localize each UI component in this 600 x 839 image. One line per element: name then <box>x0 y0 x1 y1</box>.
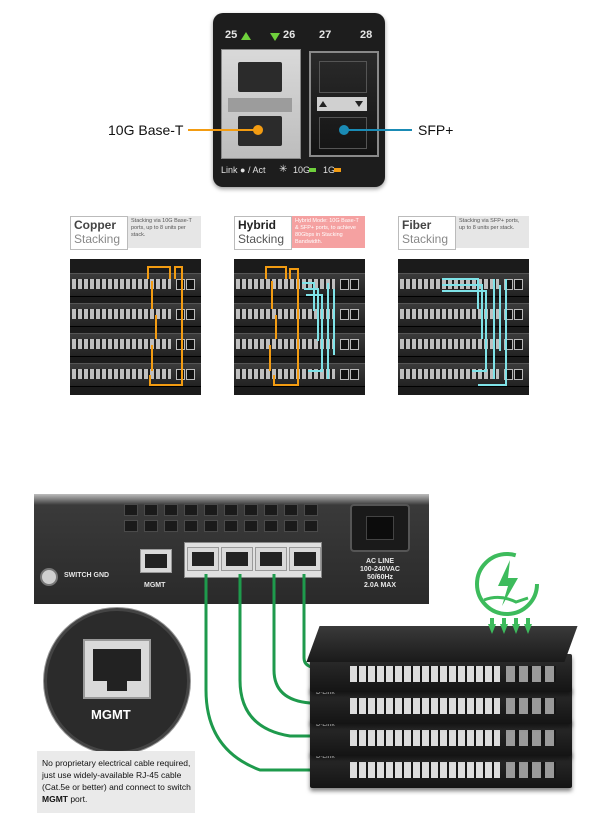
led-orange-swatch <box>334 168 341 172</box>
dlink-switch-4: D-Link <box>310 750 572 788</box>
copper-port-label: 10G Base-T <box>108 122 184 138</box>
ground-screw-icon <box>40 568 58 586</box>
rj45-port-26[interactable] <box>238 62 282 92</box>
stack-switch <box>70 363 201 387</box>
fiber-callout-dot <box>339 125 349 135</box>
note-text-end: port. <box>67 794 88 804</box>
sfp-port-28[interactable] <box>319 117 367 149</box>
stack-switch <box>398 333 529 357</box>
hybrid-stacking-image <box>234 259 365 395</box>
hybrid-stacking-header: Hybrid Stacking Hybrid Mode: 10G Base-T … <box>234 216 365 250</box>
fiber-stack-cables <box>442 278 507 386</box>
sfp-up-icon <box>319 101 327 107</box>
hybrid-subtitle: Stacking <box>238 232 285 246</box>
mgmt-small-label: MGMT <box>144 582 166 589</box>
stack-switch <box>234 303 365 327</box>
link-act-legend: Link ● / Act <box>221 165 266 175</box>
hybrid-title: Hybrid <box>238 218 277 232</box>
fiber-subtitle: Stacking <box>402 232 449 246</box>
rj45-port-cage <box>221 49 301 159</box>
stack-switch <box>70 273 201 297</box>
note-text-main: No proprietary electrical cable required… <box>42 758 191 792</box>
note-text: No proprietary electrical cable required… <box>42 757 192 805</box>
fiber-stacking-header: Fiber Stacking Stacking via SFP+ ports, … <box>398 216 529 250</box>
fiber-description: Stacking via SFP+ ports, up to 8 units p… <box>456 216 529 248</box>
sfp-port-27[interactable] <box>319 61 367 93</box>
eco-power-hand-icon <box>475 552 539 634</box>
rj45-port[interactable] <box>221 547 253 571</box>
stack-switch <box>70 303 201 327</box>
hybrid-description: Hybrid Mode: 10G Base-T & SFP+ ports, to… <box>292 216 365 248</box>
sfp-divider <box>317 97 367 111</box>
port-number-26: 26 <box>283 29 296 41</box>
rj45-port[interactable] <box>255 547 287 571</box>
port-number-28: 28 <box>360 29 373 41</box>
fiber-port-label: SFP+ <box>418 122 454 138</box>
copper-stacking-image <box>70 259 201 395</box>
arrow-up-icon <box>241 32 251 40</box>
copper-title: Copper <box>74 218 116 232</box>
stack-switch <box>398 363 529 387</box>
rj45-port[interactable] <box>187 547 219 571</box>
copper-stacking-header: Copper Stacking Stacking via 10G Base-T … <box>70 216 201 250</box>
copper-subtitle: Stacking <box>74 232 121 246</box>
stack-switch <box>70 333 201 357</box>
copper-callout-dot <box>253 125 263 135</box>
sfp-port-cage <box>309 51 379 157</box>
switch-gnd-label: SWITCH GND <box>64 572 110 579</box>
legend-1g: 1G <box>323 165 336 175</box>
arrow-down-icon <box>270 33 280 41</box>
stack-switch <box>398 303 529 327</box>
ac-frequency-text: 50/60Hz <box>366 574 394 581</box>
switch-rear-chassis: SWITCH GND MGMT AC LINE 100-240VAC 50/60… <box>34 494 429 604</box>
copper-title-box: Copper Stacking <box>70 216 128 250</box>
note-text-bold: MGMT <box>42 794 68 804</box>
legend-10g: 10G <box>293 165 311 175</box>
port-panel: 25 26 27 28 Link ● / Act ✳ 10G 1G <box>213 13 385 187</box>
cage-divider <box>228 98 292 112</box>
mgmt-zoom-label: MGMT <box>91 707 131 722</box>
dlink-switch-3: D-Link <box>310 718 572 756</box>
dlink-switch-2: D-Link <box>310 686 572 724</box>
port-number-27: 27 <box>319 29 332 41</box>
mgmt-port[interactable] <box>140 549 172 573</box>
ac-line-label: AC LINE 100-240VAC 50/60Hz 2.0A MAX <box>350 558 410 590</box>
fiber-title-box: Fiber Stacking <box>398 216 456 250</box>
hybrid-stack-cables <box>265 266 335 386</box>
sfp-down-icon <box>355 101 363 107</box>
stack-switch <box>234 333 365 357</box>
activity-icon: ✳ <box>279 164 288 175</box>
rj45-port-bank <box>184 542 322 578</box>
ac-line-text: AC LINE <box>366 558 394 565</box>
fiber-title: Fiber <box>402 218 432 232</box>
ac-voltage-text: 100-240VAC <box>360 566 400 573</box>
led-green-swatch <box>309 168 316 172</box>
note-box: No proprietary electrical cable required… <box>37 751 195 813</box>
ac-current-text: 2.0A MAX <box>363 582 397 589</box>
fiber-stacking-image <box>398 259 529 395</box>
mgmt-port-zoomed <box>83 639 151 699</box>
stack-switch <box>234 363 365 387</box>
ac-power-inlet <box>350 504 410 552</box>
mgmt-port-zoom: MGMT <box>44 608 190 754</box>
callout-lines <box>188 125 412 135</box>
stack-switch <box>234 273 365 297</box>
port-number-25: 25 <box>225 29 238 41</box>
hybrid-title-box: Hybrid Stacking <box>234 216 292 250</box>
rj45-port[interactable] <box>289 547 321 571</box>
copper-stack-cables <box>147 266 183 386</box>
copper-description: Stacking via 10G Base-T ports, up to 8 u… <box>128 216 201 248</box>
